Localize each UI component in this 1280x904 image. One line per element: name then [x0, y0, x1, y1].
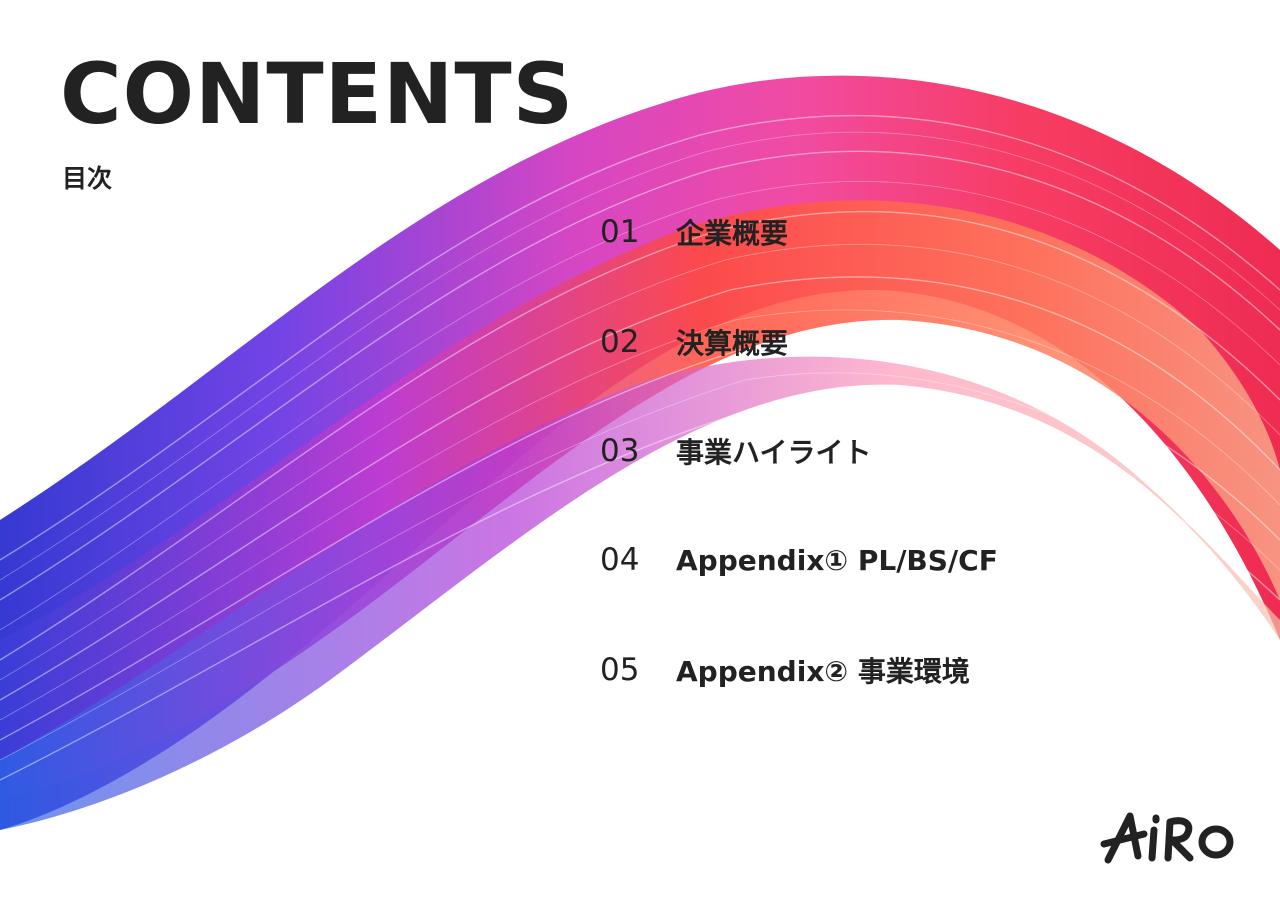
toc-label: 企業概要: [676, 217, 789, 250]
toc-label: 決算概要: [676, 327, 789, 360]
toc-number: 04: [600, 542, 640, 578]
toc-number: 05: [600, 652, 640, 688]
toc-item-03[interactable]: 03 事業ハイライト: [600, 431, 871, 471]
toc-item-02[interactable]: 02 決算概要: [600, 322, 788, 362]
toc-label: 事業ハイライト: [676, 436, 872, 469]
toc-label: Appendix② 事業環境: [676, 655, 970, 688]
page-subtitle: 目次: [62, 164, 113, 193]
toc-item-05[interactable]: 05 Appendix② 事業環境: [600, 650, 970, 690]
toc-item-01[interactable]: 01 企業概要: [600, 212, 788, 252]
toc-number: 03: [600, 433, 640, 469]
toc-item-04[interactable]: 04 Appendix① PL/BS/CF: [600, 540, 998, 580]
airo-logo-icon: [1100, 812, 1234, 864]
toc-number: 01: [600, 214, 640, 250]
toc-label: Appendix① PL/BS/CF: [676, 543, 998, 577]
page-title: CONTENTS: [60, 45, 575, 143]
toc-number: 02: [600, 324, 640, 360]
